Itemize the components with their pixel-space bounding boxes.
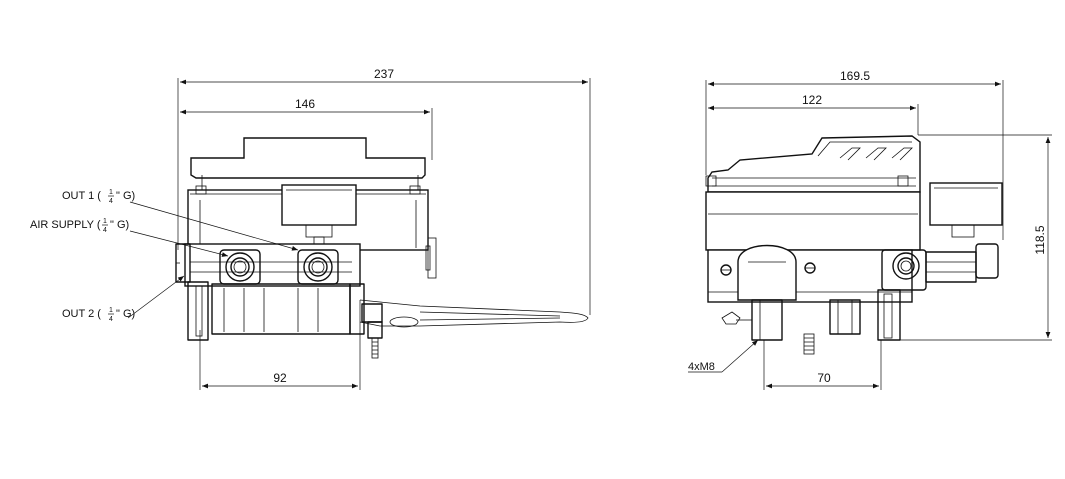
svg-text:1: 1 <box>103 218 107 225</box>
dim-237: 237 <box>374 67 394 81</box>
svg-text:4: 4 <box>103 227 107 234</box>
front-gauge <box>281 184 357 226</box>
svg-text:4: 4 <box>109 316 113 323</box>
side-port <box>892 252 920 280</box>
svg-text:OUT 1 (: OUT 1 ( <box>62 190 101 202</box>
side-housing-body <box>705 191 921 251</box>
dim-169-5: 169.5 <box>840 69 870 83</box>
svg-text:1: 1 <box>109 307 113 314</box>
svg-text:" G): " G) <box>116 308 135 320</box>
dim-122: 122 <box>802 93 822 107</box>
dim-70: 70 <box>817 371 831 385</box>
dim-146: 146 <box>295 97 315 111</box>
side-housing-lid <box>707 135 921 193</box>
svg-text:OUT 2 (: OUT 2 ( <box>62 308 101 320</box>
svg-text:" G): " G) <box>110 219 129 231</box>
port-out1 <box>225 252 255 282</box>
side-view: 169.5 122 70 118.5 <box>688 69 1052 390</box>
svg-text:AIR SUPPLY (: AIR SUPPLY ( <box>30 219 101 231</box>
front-housing-lid <box>190 137 426 179</box>
front-view: 237 146 92 <box>30 67 591 390</box>
svg-text:" G): " G) <box>116 190 135 202</box>
dim-92: 92 <box>273 371 287 385</box>
label-out2: OUT 2 ( 1 4 " G) <box>62 307 135 323</box>
port-air-supply <box>303 252 333 282</box>
label-out1: OUT 1 ( 1 4 " G) <box>62 189 135 205</box>
dim-118-5: 118.5 <box>1033 225 1047 254</box>
label-mount-bolts: 4xM8 <box>688 361 715 373</box>
side-gauge <box>929 182 1003 226</box>
svg-text:1: 1 <box>109 189 113 196</box>
label-air-supply: AIR SUPPLY ( 1 4 " G) <box>30 218 129 234</box>
svg-text:4: 4 <box>109 198 113 205</box>
